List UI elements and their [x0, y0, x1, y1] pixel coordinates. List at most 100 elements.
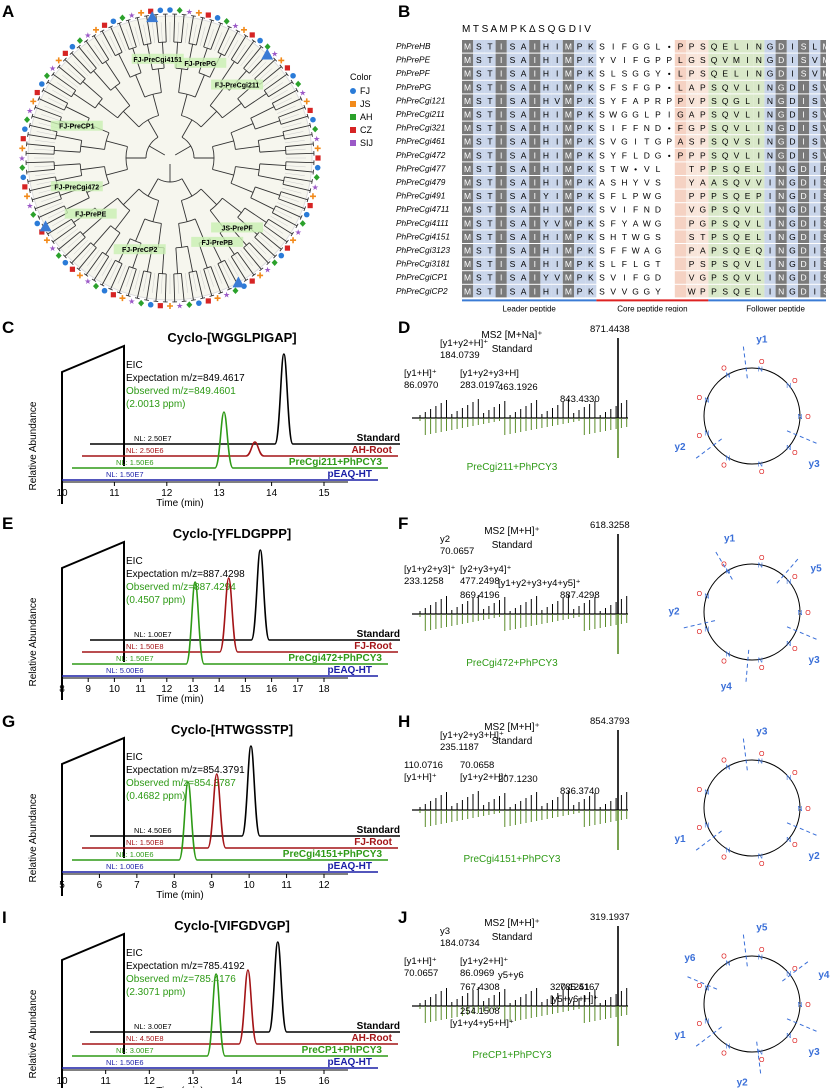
- residue-cell: [574, 53, 586, 67]
- residue-cell: [518, 189, 530, 203]
- fragment-annotation: [y1+y2+H]⁺: [460, 772, 508, 783]
- cleavage-line: [776, 558, 799, 584]
- residue-cell: [753, 135, 765, 148]
- residue-letter: V: [689, 273, 695, 283]
- residue-cell: [562, 162, 574, 175]
- residue-letter: S: [510, 178, 516, 188]
- residue-letter: I: [500, 205, 502, 215]
- residue-cell: [697, 40, 709, 53]
- expectation-mz: Expectation m/z=785.4192: [126, 961, 245, 972]
- residue-cell: [798, 230, 810, 243]
- residue-letter: S: [711, 150, 717, 160]
- residue-cell: [775, 244, 787, 257]
- residue-letter: G: [767, 42, 774, 52]
- tree-branch: [181, 188, 202, 201]
- residue-cell: [607, 271, 619, 284]
- residue-cell: [562, 80, 574, 94]
- residue-cell: [562, 271, 574, 284]
- fragment-annotation: 843.4330: [560, 394, 600, 405]
- highlight-box: [191, 236, 244, 247]
- residue-letter: V: [745, 273, 751, 283]
- residue-cell: [686, 94, 698, 107]
- residue-cell: [574, 271, 586, 284]
- residue-cell: [708, 189, 720, 203]
- residue-cell: [506, 189, 518, 203]
- eic-chart-i: Relative AbundanceCyclo-[VIFGDVGP]EICExp…: [28, 918, 400, 1088]
- residue-cell: [529, 67, 541, 80]
- residue-cell: [764, 53, 776, 67]
- residue-cell: [473, 40, 485, 53]
- residue-letter: A: [700, 178, 706, 188]
- residue-cell: [764, 80, 776, 94]
- residue-letter: A: [633, 96, 639, 106]
- residue-cell: [663, 189, 675, 203]
- tree-branch: [278, 116, 282, 125]
- residue-letter: I: [534, 218, 536, 228]
- leaf-marker: [69, 43, 76, 50]
- tree-branch: [254, 236, 276, 257]
- cyclopeptide-ring: [703, 563, 801, 661]
- residue-letter: H: [543, 110, 549, 120]
- residue-letter: L: [656, 42, 661, 52]
- residue-letter: I: [500, 123, 502, 133]
- residue-letter: I: [500, 55, 502, 65]
- tree-branch: [195, 270, 204, 299]
- residue-cell: [540, 203, 552, 216]
- residue-cell: [719, 94, 731, 107]
- residue-cell: [708, 271, 720, 284]
- residue-letter: W: [632, 232, 640, 242]
- residue-cell: [551, 216, 563, 230]
- residue-letter: L: [812, 42, 817, 52]
- leaf-label: [184, 23, 188, 44]
- residue-letter: S: [823, 232, 826, 242]
- panel-label-j: J: [398, 908, 408, 927]
- residue-cell: [551, 53, 563, 67]
- residue-letter: M: [464, 164, 471, 174]
- sequence-name: PhPreCgi4111: [396, 218, 449, 228]
- x-tick-label: 10: [56, 488, 68, 499]
- tree-branch: [309, 188, 312, 194]
- tree-branch: [52, 225, 76, 243]
- tree-branch: [54, 163, 81, 167]
- tree-branch: [105, 61, 121, 84]
- tree-branch: [181, 115, 202, 128]
- residue-cell: [652, 108, 664, 121]
- residue-cell: [518, 203, 530, 216]
- residue-cell: [473, 189, 485, 203]
- leaf-label: [227, 40, 239, 58]
- residue-cell: [473, 67, 485, 80]
- residue-letter: S: [599, 273, 605, 283]
- residue-letter: P: [577, 137, 583, 147]
- residue-letter: K: [588, 69, 594, 79]
- residue-letter: I: [746, 42, 748, 52]
- residue-letter: K: [588, 178, 594, 188]
- trace-line: [72, 411, 388, 469]
- leaf-label: [227, 258, 239, 276]
- residue-letter: S: [599, 110, 605, 120]
- residue-letter: G: [789, 246, 796, 256]
- residue-cell: [529, 216, 541, 230]
- tree-branch: [268, 81, 293, 98]
- tree-branch: [56, 134, 82, 141]
- fragment-annotation: 869.4196: [460, 590, 500, 601]
- x-tick-label: 16: [266, 684, 278, 695]
- fragment-label: y4: [818, 970, 830, 981]
- tree-branch: [93, 35, 110, 60]
- leaf-marker: [299, 220, 306, 227]
- tree-branch: [272, 212, 298, 227]
- leaf-marker: [19, 164, 26, 171]
- tree-branch: [173, 14, 176, 43]
- residue-cell: [607, 203, 619, 216]
- observed-mz: Observed m/z=849.4601: [126, 386, 236, 397]
- residue-letter: L: [678, 55, 683, 65]
- leaf-marker: ★: [295, 228, 302, 237]
- leaf-marker: ★: [128, 11, 135, 20]
- residue-letter: S: [801, 69, 807, 79]
- residue-letter: I: [791, 69, 793, 79]
- y-axis-label: Relative Abundance: [28, 793, 39, 882]
- tree-branch: [125, 19, 131, 22]
- tree-branch: [285, 168, 314, 173]
- cleavage-line: [786, 1018, 817, 1032]
- oxygen-atom: O: [792, 770, 798, 777]
- residue-cell: [562, 203, 574, 216]
